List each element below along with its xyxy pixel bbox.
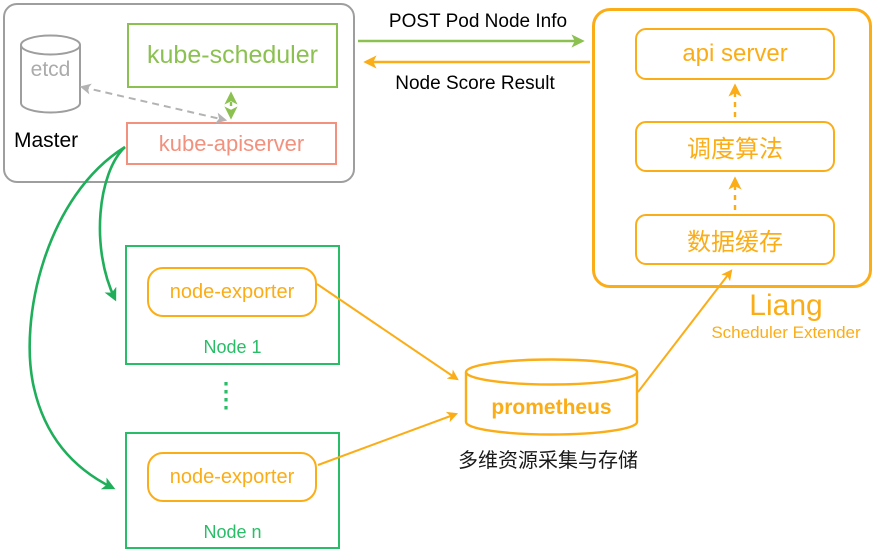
noden-exporter-label: node-exporter bbox=[169, 465, 295, 488]
node1-exporter-label: node-exporter bbox=[169, 280, 295, 303]
node1-label: Node 1 bbox=[203, 337, 262, 357]
data-cache-label: 数据缓存 bbox=[687, 229, 783, 256]
prometheus-cylinder bbox=[464, 358, 639, 436]
noden-exporter-box: node-exporter bbox=[147, 452, 317, 502]
apiserver-to-noden-curve-arrow bbox=[28, 145, 126, 490]
extender-subtitle: Scheduler Extender bbox=[711, 323, 861, 342]
master-label: Master bbox=[14, 129, 79, 152]
etcd-cylinder bbox=[19, 34, 82, 114]
prometheus-label: prometheus bbox=[491, 396, 612, 419]
prometheus-caption: 多维资源采集与存储 bbox=[458, 450, 638, 472]
etcd-label: etcd bbox=[30, 58, 71, 81]
api-server-label: api server bbox=[682, 40, 788, 67]
kube-apiserver-label: kube-apiserver bbox=[158, 130, 305, 156]
scheduling-algorithm-box: 调度算法 bbox=[635, 121, 835, 172]
api-server-box: api server bbox=[635, 28, 835, 80]
prometheus-cylinder-icon bbox=[464, 358, 639, 436]
scheduling-algorithm-label: 调度算法 bbox=[687, 136, 783, 163]
noden-label: Node n bbox=[203, 522, 262, 542]
node-score-result-label: Node Score Result bbox=[395, 73, 555, 94]
extender-caption: Liang Scheduler Extender bbox=[697, 289, 875, 343]
kube-apiserver-box: kube-apiserver bbox=[126, 122, 337, 165]
post-pod-node-info-label: POST Pod Node Info bbox=[388, 11, 568, 32]
extender-name: Liang bbox=[749, 289, 823, 322]
kube-scheduler-label: kube-scheduler bbox=[147, 41, 318, 69]
etcd-cylinder-icon bbox=[20, 34, 81, 114]
kube-scheduler-box: kube-scheduler bbox=[127, 23, 338, 88]
data-cache-box: 数据缓存 bbox=[635, 214, 835, 265]
node1-exporter-box: node-exporter bbox=[147, 267, 317, 317]
